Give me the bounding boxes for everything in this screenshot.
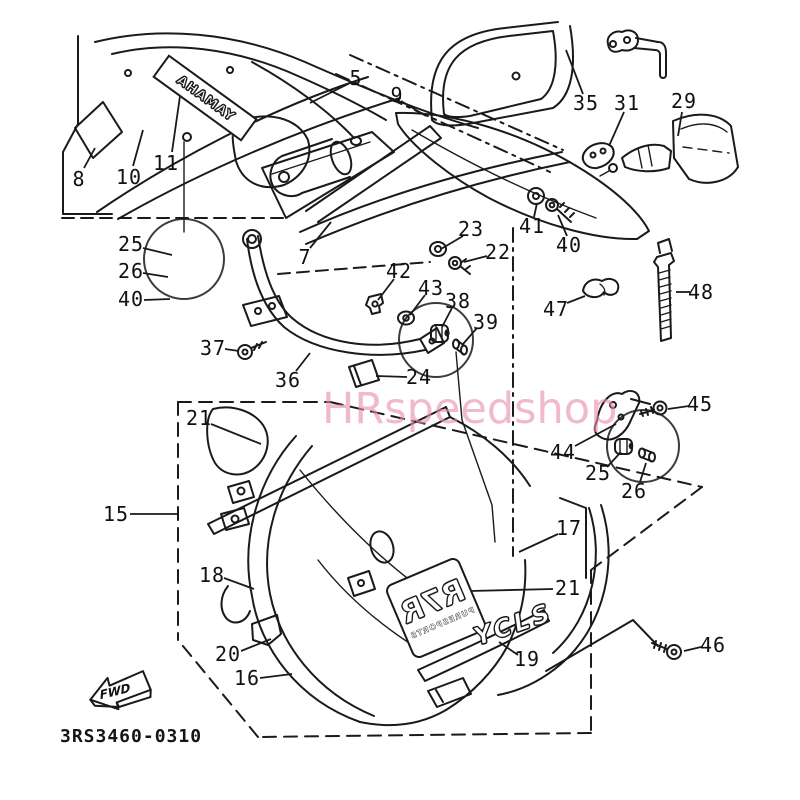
highlight-circle-3 (606, 409, 680, 483)
part-label-36-22: 36 (274, 368, 302, 392)
part-label-9-4: 9 (390, 83, 404, 107)
part-label-39-13: 39 (472, 310, 500, 334)
part-label-44-26: 44 (549, 440, 577, 464)
part-label-18-31: 18 (198, 563, 226, 587)
part-label-48-24: 48 (687, 280, 715, 304)
leader-line-21-35 (469, 588, 554, 592)
top-right-bracket (606, 29, 667, 79)
leader-line-37-21 (224, 348, 240, 352)
leader-line-29-17 (677, 111, 683, 137)
leader-line-40-9 (557, 214, 568, 237)
part-label-16-33: 16 (233, 666, 261, 690)
leader-line-35-15 (565, 49, 584, 95)
mirror-assembly (581, 113, 739, 184)
leader-line-41-8 (533, 202, 538, 218)
part-label-35-15: 35 (572, 91, 600, 115)
leader-line-18-31 (223, 577, 255, 590)
screw-46 (545, 619, 682, 672)
part-label-15-29: 15 (102, 502, 130, 526)
leader-line-46-37 (683, 646, 702, 652)
watermark: HRspeedshop (322, 384, 618, 434)
highlight-circle-1 (143, 218, 225, 300)
leader-line-45-25 (667, 405, 690, 410)
windscreen (430, 21, 575, 127)
part-label-25-27: 25 (584, 461, 612, 485)
leader-line-42-10 (377, 278, 395, 301)
leader-line-8-0 (83, 147, 96, 169)
part-label-31-16: 31 (613, 91, 641, 115)
leader-line-7-5 (309, 221, 332, 249)
part-label-40-9: 40 (555, 233, 583, 257)
highlight-circles (143, 218, 680, 483)
part-label-7-5: 7 (298, 245, 312, 269)
part-label-17-34: 17 (555, 516, 583, 540)
part-label-23-6: 23 (457, 217, 485, 241)
part-label-22-7: 22 (484, 240, 512, 264)
part-label-38-12: 38 (444, 289, 472, 313)
leader-line-26-28 (639, 462, 647, 483)
part-label-37-21: 37 (199, 336, 227, 360)
leader-line-31-16 (608, 111, 625, 147)
part-label-21-35: 21 (554, 576, 582, 600)
fwd-arrow: FWD (89, 670, 152, 711)
lower-boundary-dashed (177, 401, 703, 738)
leader-line-38-12 (441, 307, 453, 328)
reference-dashed-lines (61, 54, 564, 557)
leader-line-47-23 (566, 295, 586, 304)
decal-8-shape (74, 101, 123, 159)
part-label-40-20: 40 (117, 287, 145, 311)
leader-line-17-34 (518, 533, 559, 553)
leader-line-5-3 (309, 83, 349, 104)
leader-line-23-6 (440, 235, 464, 250)
part-label-47-23: 47 (542, 297, 570, 321)
hook-clip-47 (582, 278, 620, 299)
part-code: 3RS3460-0310 (60, 726, 203, 747)
leader-line-40-20 (143, 298, 171, 301)
ribbed-strap-48 (653, 238, 675, 342)
highlight-circle-2 (398, 302, 474, 378)
leader-line-19-36 (498, 641, 519, 656)
part-label-5-3: 5 (349, 66, 363, 90)
part-label-20-32: 20 (214, 642, 242, 666)
part-label-25-18: 25 (117, 232, 145, 256)
leader-line-44-26 (574, 423, 617, 447)
fastener-23-22 (429, 241, 471, 275)
leader-line-9-4 (400, 100, 427, 117)
leader-line-25-27 (606, 451, 622, 468)
leader-line-10-1 (132, 129, 144, 167)
part-label-46-37: 46 (699, 633, 727, 657)
leader-line-20-32 (240, 638, 272, 652)
leader-lines (83, 49, 702, 679)
part-label-24-14: 24 (405, 365, 433, 389)
leader-line-24-14 (375, 375, 408, 378)
part-label-8-0: 8 (72, 167, 86, 191)
air-duct (269, 111, 650, 245)
part-label-10-1: 10 (115, 165, 143, 189)
part-label-19-36: 19 (513, 647, 541, 671)
part-label-11-2: 11 (152, 151, 180, 175)
leader-line-39-13 (462, 327, 478, 345)
stay-bar (237, 229, 496, 543)
part-label-29-17: 29 (670, 89, 698, 113)
part-label-21-30: 21 (185, 406, 213, 430)
leader-line-21-30 (210, 423, 262, 445)
part-label-26-19: 26 (117, 259, 145, 283)
part-label-26-28: 26 (620, 479, 648, 503)
upper-cowl-outline (62, 32, 479, 233)
leader-line-22-7 (463, 255, 488, 263)
part-label-43-11: 43 (417, 276, 445, 300)
side-trim-corner (559, 497, 587, 579)
part-label-42-10: 42 (385, 259, 413, 283)
leader-line-16-33 (259, 673, 293, 679)
part-label-41-8: 41 (518, 214, 546, 238)
leader-line-36-22 (295, 352, 311, 372)
part-label-45-25: 45 (686, 392, 714, 416)
leader-line-25-18 (142, 247, 173, 256)
